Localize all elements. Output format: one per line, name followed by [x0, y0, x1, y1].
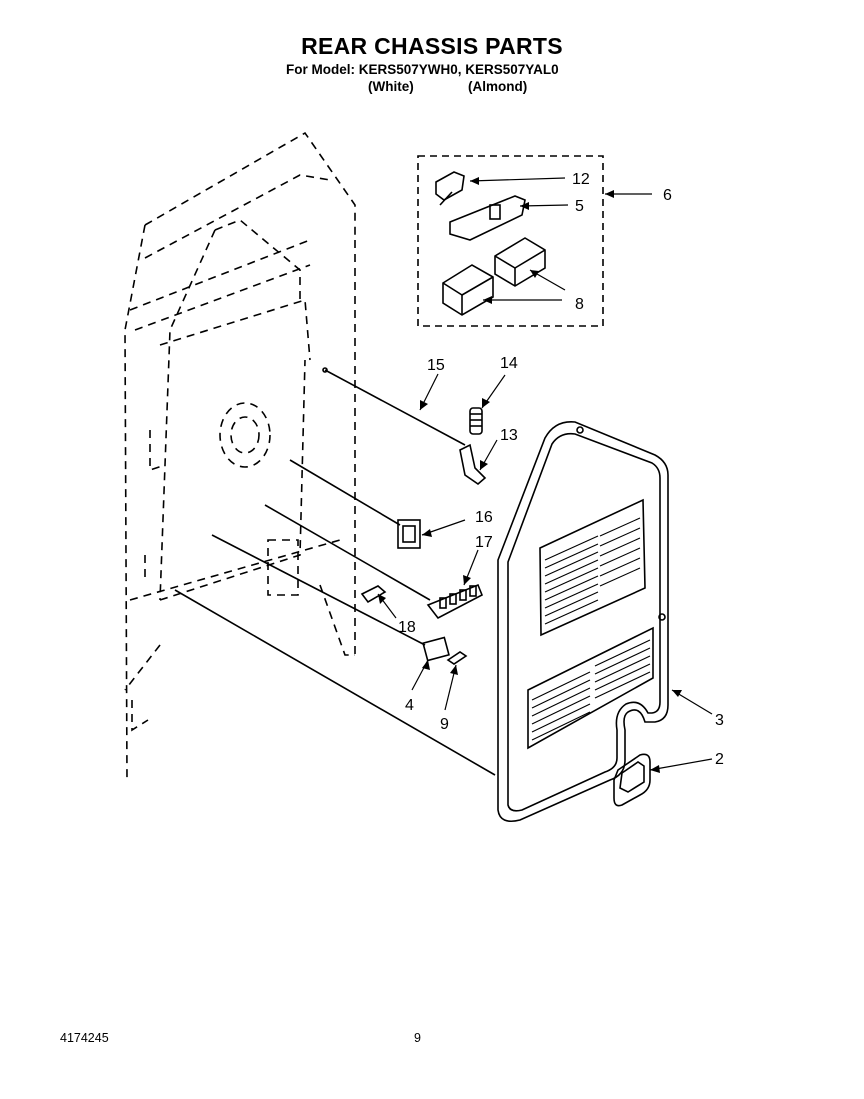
- part-9: [446, 651, 468, 665]
- part-5: [449, 195, 526, 241]
- part-12: [435, 171, 465, 206]
- variant-almond: (Almond): [468, 79, 528, 94]
- callout-14: 14: [500, 355, 518, 372]
- part-8: [442, 237, 546, 316]
- part-17: [264, 504, 484, 620]
- part-2-cover: [613, 753, 651, 807]
- part-14: [469, 407, 483, 435]
- kit-box: [417, 155, 604, 327]
- callout-4: 4: [405, 697, 414, 714]
- part-15: [322, 367, 466, 446]
- callout-2: 2: [715, 751, 724, 768]
- callout-8: 8: [575, 296, 584, 313]
- part-13: [459, 443, 487, 486]
- callout-18: 18: [398, 619, 416, 636]
- callout-9: 9: [440, 716, 449, 733]
- doc-number: 4174245: [60, 1031, 109, 1045]
- page-number: 9: [414, 1031, 421, 1045]
- part-18: [360, 585, 387, 604]
- callout-13: 13: [500, 427, 518, 444]
- callout-15: 15: [427, 357, 445, 374]
- part-4: [211, 534, 450, 662]
- assembly-line: [174, 589, 496, 776]
- page-title: REAR CHASSIS PARTS: [301, 33, 563, 59]
- callout-5: 5: [575, 198, 584, 215]
- callout-3: 3: [715, 712, 724, 729]
- callout-16: 16: [475, 509, 493, 526]
- arrowheads: [378, 177, 682, 773]
- part-3-rear-panel: [497, 421, 669, 823]
- range-body-outline: [124, 131, 356, 781]
- variant-white: (White): [368, 79, 414, 94]
- callout-17: 17: [475, 534, 493, 551]
- callout-6: 6: [663, 187, 672, 204]
- model-line: For Model: KERS507YWH0, KERS507YAL0: [286, 62, 559, 77]
- part-16: [289, 459, 421, 549]
- callout-12: 12: [572, 171, 590, 188]
